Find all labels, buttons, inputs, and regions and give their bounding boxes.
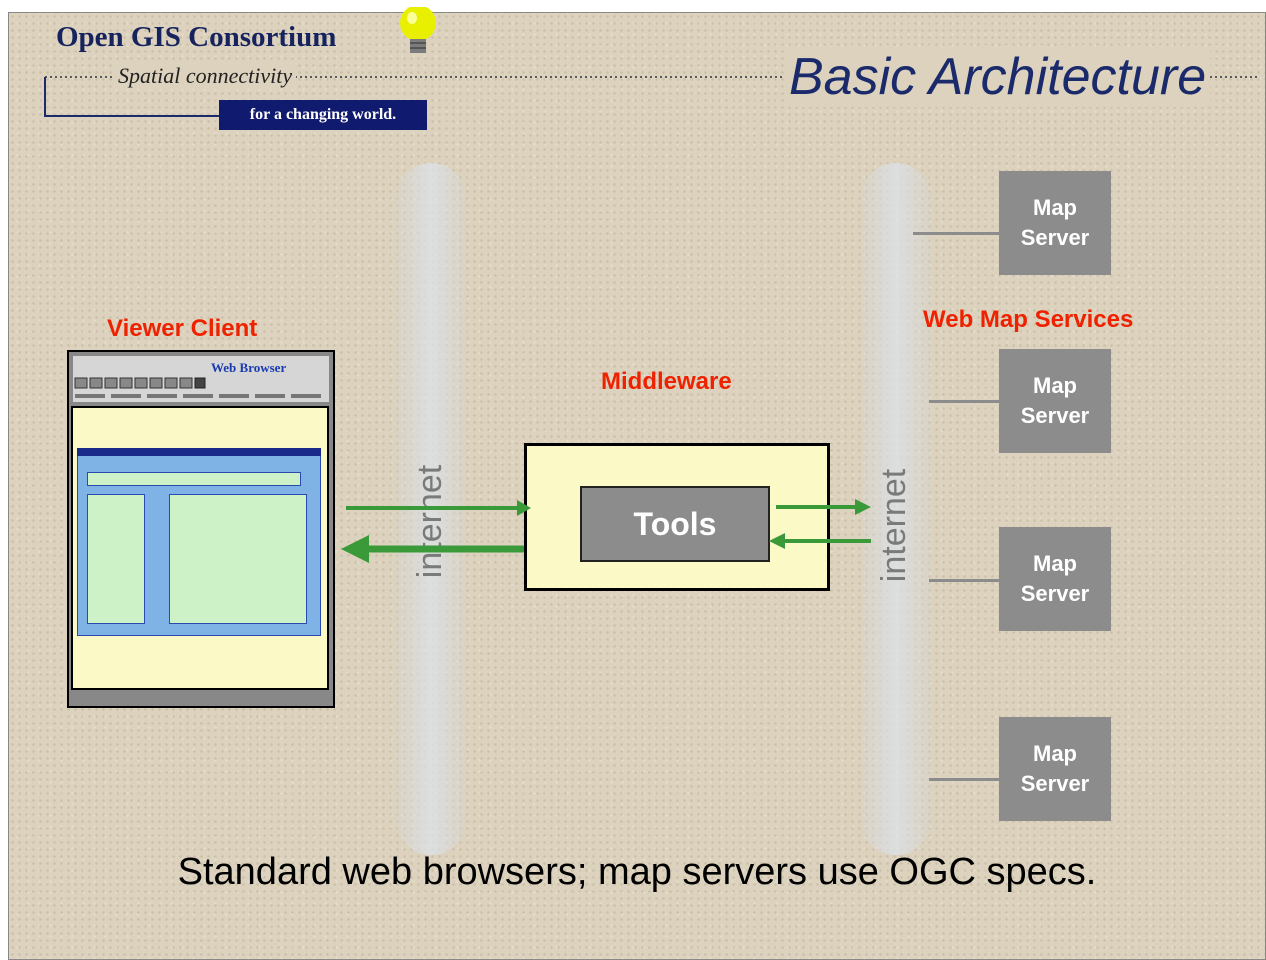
- arrow-to-client: [341, 535, 524, 563]
- map-server-line1: Map: [1033, 373, 1077, 398]
- server-connector: [929, 400, 999, 403]
- org-name: Open GIS Consortium: [56, 21, 337, 53]
- web-map-services-label: Web Map Services: [923, 306, 1134, 333]
- map-server: Map Server: [999, 171, 1111, 275]
- arrow-to-servers: [776, 499, 871, 515]
- browser-title: Web Browser: [211, 360, 287, 375]
- arrows-layer: [341, 499, 871, 563]
- map-panel-header: [77, 448, 321, 456]
- server-connector: [929, 579, 999, 582]
- browser-buttons: [74, 377, 321, 398]
- map-server-line1: Map: [1033, 741, 1077, 766]
- tagline: Spatial connectivity: [114, 63, 297, 89]
- map-server-line2: Server: [1020, 403, 1090, 428]
- viewer-client-label: Viewer Client: [107, 315, 258, 342]
- tagline-box: for a changing world.: [219, 100, 427, 130]
- internet-cloud-right: [861, 163, 931, 855]
- middleware-label: Middleware: [601, 368, 732, 395]
- map-server-line1: Map: [1033, 195, 1077, 220]
- tools-box: Tools: [580, 486, 770, 562]
- slide: Open GIS Consortium Spatial connectivity…: [8, 7, 1266, 960]
- map-server: Map Server: [999, 717, 1111, 821]
- footer-caption: Standard web browsers; map servers use O…: [177, 851, 1097, 893]
- map-server: Map Server: [999, 349, 1111, 453]
- map-server: Map Server: [999, 527, 1111, 631]
- map-server-line2: Server: [1020, 225, 1090, 250]
- map-server-line2: Server: [1020, 771, 1090, 796]
- map-server-line1: Map: [1033, 551, 1077, 576]
- server-connector: [929, 778, 999, 781]
- slide-title: Basic Architecture: [785, 47, 1211, 107]
- map-panel-bar: [87, 472, 301, 486]
- lightbulb-icon: [400, 7, 436, 53]
- map-legend-pane: [87, 494, 145, 624]
- arrow-to-tools: [769, 533, 871, 549]
- map-view-pane: [169, 494, 307, 624]
- server-connector: [913, 232, 999, 235]
- map-server-line2: Server: [1020, 581, 1090, 606]
- arrow-to-middleware: [346, 500, 531, 516]
- web-browser-window: Web Browser: [67, 350, 335, 708]
